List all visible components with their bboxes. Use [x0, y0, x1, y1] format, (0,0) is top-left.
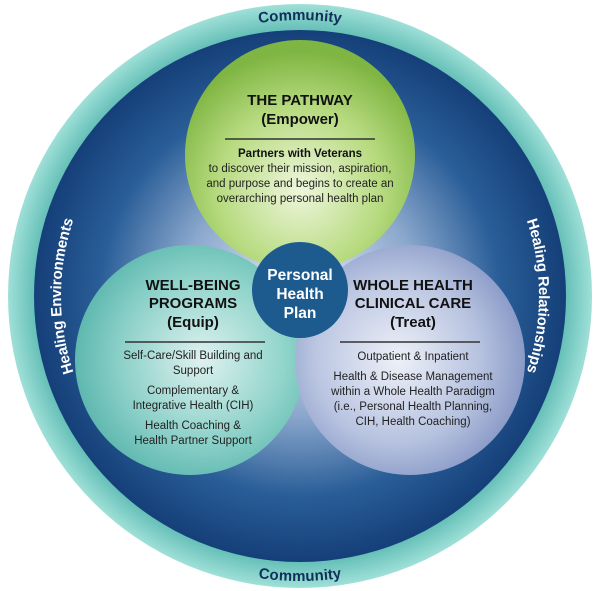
center-label: Personal [267, 267, 332, 284]
wellbeing-line: Support [173, 365, 214, 377]
clinical-care-circle [295, 245, 525, 475]
wellbeing-subtitle: (Equip) [167, 314, 219, 331]
clinical-line: CIH, Health Coaching) [355, 416, 470, 428]
wellbeing-title: WELL-BEING [146, 277, 241, 294]
pathway-circle [185, 40, 415, 270]
wellbeing-line: Health Coaching & [145, 420, 241, 432]
pathway-title: THE PATHWAY [247, 92, 353, 109]
center-label: Health [276, 286, 323, 303]
pathway-line: to discover their mission, aspiration, [209, 163, 392, 175]
ring-label-top: Community [257, 7, 343, 27]
clinical-title: WHOLE HEALTH [353, 277, 473, 294]
wellbeing-circle [75, 245, 305, 475]
pathway-lead: Partners with Veterans [238, 148, 362, 160]
wellbeing-line: Health Partner Support [134, 435, 252, 447]
clinical-title: CLINICAL CARE [355, 295, 471, 312]
clinical-line: Outpatient & Inpatient [357, 351, 469, 363]
wellbeing-line: Integrative Health (CIH) [133, 400, 254, 412]
clinical-line: (i.e., Personal Health Planning, [334, 401, 493, 413]
center-label: Plan [284, 305, 317, 322]
personal-health-plan-circle [252, 242, 348, 338]
ring-label-bottom: Community [258, 565, 343, 585]
clinical-line: within a Whole Health Paradigm [330, 386, 495, 398]
wellbeing-line: Complementary & [147, 385, 239, 397]
pathway-line: and purpose and begins to create an [206, 178, 393, 190]
clinical-line: Health & Disease Management [333, 371, 493, 383]
pathway-line: overarching personal health plan [217, 193, 384, 205]
clinical-subtitle: (Treat) [390, 314, 436, 331]
wellbeing-title: PROGRAMS [149, 295, 237, 312]
pathway-subtitle: (Empower) [261, 111, 339, 128]
wellbeing-line: Self-Care/Skill Building and [123, 350, 262, 362]
